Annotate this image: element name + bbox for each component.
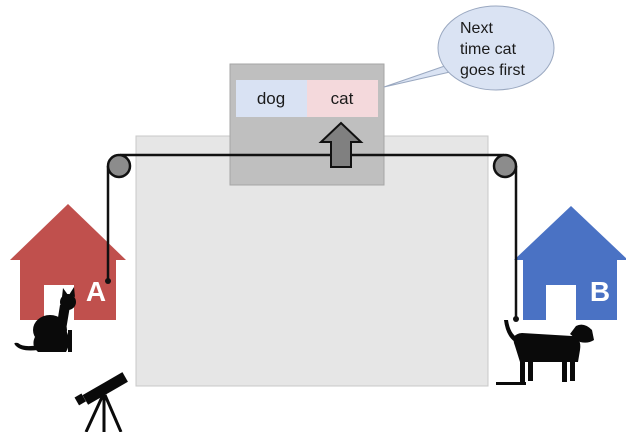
speech-bubble-line-3: goes first	[460, 62, 525, 79]
first-cell	[236, 80, 307, 117]
house-b-door	[546, 285, 576, 320]
speech-bubble-body	[437, 5, 555, 91]
second-cell	[307, 80, 378, 117]
speech-bubble-line-2: time cat	[460, 41, 517, 58]
house-a-roof	[10, 204, 126, 260]
rope-pulley-system	[105, 153, 519, 322]
pulley-icon	[106, 153, 132, 179]
up-arrow-icon	[318, 121, 364, 168]
house-b-label: B	[590, 276, 610, 307]
house-b-roof	[514, 206, 626, 260]
cat-silhouette-icon	[14, 287, 76, 352]
dog-silhouette-icon	[496, 320, 594, 385]
house-b: B	[514, 206, 626, 320]
speech-bubble-line-1: Next	[460, 20, 493, 37]
rope-left-end	[105, 278, 111, 284]
telescope-icon	[74, 372, 128, 432]
order-panel: dog cat	[229, 63, 385, 186]
house-a-label: A	[86, 276, 106, 307]
rope-right-end	[513, 316, 519, 322]
first-cell-label: dog	[257, 89, 285, 108]
pulley-icon	[492, 153, 518, 179]
second-cell-label: cat	[331, 89, 354, 108]
speech-bubble: Next time cat goes first	[383, 5, 555, 91]
